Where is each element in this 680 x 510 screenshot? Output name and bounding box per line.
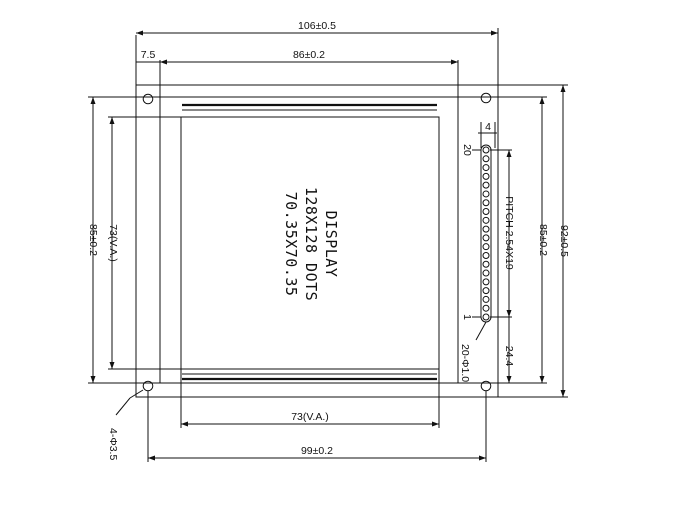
dim-va-width: 73(V.A.) <box>291 411 329 423</box>
dim-inner-width: 86±0.2 <box>293 49 325 61</box>
pin-hole <box>482 216 490 224</box>
pin-hole <box>482 146 490 154</box>
display-size: 70.35X70.35 <box>282 192 300 297</box>
mount-hole-tl <box>142 93 154 105</box>
dim-left-height: 85±0.2 <box>87 224 99 256</box>
pin-header <box>480 144 492 323</box>
pin-hole <box>482 199 490 207</box>
pin-hole <box>482 251 490 259</box>
dim-overall-height: 92±0.5 <box>558 225 570 257</box>
mount-hole-br <box>480 380 492 392</box>
dim-pin-holes: 20-Φ1.0 <box>459 344 471 382</box>
pin-hole <box>482 190 490 198</box>
pin-hole <box>482 243 490 251</box>
viewing-area <box>180 116 440 370</box>
dim-hole-offset: 7.5 <box>141 49 156 61</box>
pin-hole <box>482 304 490 312</box>
pin-hole <box>482 313 490 321</box>
dim-right-height: 85±0.2 <box>537 224 549 256</box>
dim-pin-offset: 4 <box>485 121 491 133</box>
dim-overall-width: 106±0.5 <box>298 20 336 32</box>
pin-hole <box>482 278 490 286</box>
pcb-outline <box>135 84 499 398</box>
pin-label-20: 20 <box>461 144 473 156</box>
pin-header-body <box>480 144 492 323</box>
dim-hole-pitch-width: 99±0.2 <box>301 445 333 457</box>
pin-hole <box>482 234 490 242</box>
bezel-frame <box>159 96 459 384</box>
pin-hole <box>482 295 490 303</box>
dim-mount-holes: 4-Φ3.5 <box>107 428 119 460</box>
pin-hole <box>482 155 490 163</box>
display-title: DISPLAY <box>322 211 340 278</box>
pin-hole <box>482 164 490 172</box>
mount-hole-tr <box>480 92 492 104</box>
pin-hole <box>482 260 490 268</box>
pin-hole <box>482 172 490 180</box>
dim-pin-bottom: 24.4 <box>503 346 515 367</box>
pin-hole <box>482 225 490 233</box>
display-resolution: 128X128 DOTS <box>302 187 320 301</box>
pin-hole <box>482 208 490 216</box>
pin-hole <box>482 181 490 189</box>
mount-hole-bl <box>142 380 154 392</box>
dim-va-height: 73(V.A.) <box>107 224 119 262</box>
dim-pin-pitch: PITCH 2.54X19 <box>503 196 515 270</box>
pin-label-1: 1 <box>461 314 473 320</box>
pin-hole <box>482 269 490 277</box>
pin-hole <box>482 287 490 295</box>
